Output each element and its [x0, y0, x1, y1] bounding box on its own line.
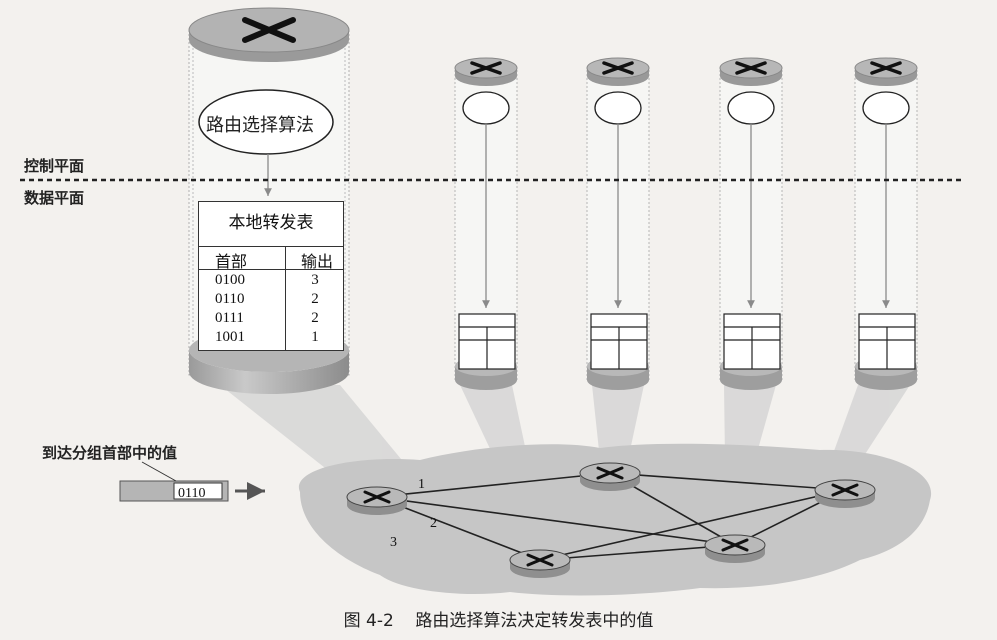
link-label: 2 — [430, 516, 437, 531]
header-value-label: 到达分组首部中的值 — [42, 444, 178, 462]
table-cell-header: 0111 — [215, 310, 244, 326]
table-cell-output: 2 — [311, 291, 319, 307]
mini-forwarding-table — [858, 313, 916, 370]
output-column-label: 输出 — [301, 252, 334, 271]
figure-caption: 图 4-2 路由选择算法决定转发表中的值 — [343, 611, 654, 631]
link-label: 3 — [390, 535, 397, 550]
router-x-icon — [602, 61, 634, 75]
packet-header-value: 0110 — [178, 486, 205, 501]
router-x-icon — [363, 490, 391, 504]
mini-forwarding-table — [723, 313, 781, 370]
router-x-icon — [470, 61, 502, 75]
network-router — [814, 479, 876, 508]
local-forwarding-table: 本地转发表 首部 输出 0100 3 0110 2 0111 2 1001 1 — [198, 201, 344, 351]
router-x-icon — [526, 553, 554, 567]
table-cell-header: 0100 — [215, 272, 245, 288]
incoming-packet: 0110 — [119, 480, 229, 502]
network-router — [509, 549, 571, 578]
table-row: 0111 2 — [199, 309, 343, 327]
header-column-label: 首部 — [215, 252, 248, 271]
network-cloud — [298, 443, 932, 596]
data-plane-label: 数据平面 — [24, 189, 85, 207]
algorithm-oval-small — [594, 91, 642, 125]
table-row: 0100 3 — [199, 271, 343, 289]
table-cell-output: 2 — [311, 310, 319, 326]
algorithm-oval-small — [727, 91, 775, 125]
table-cell-header: 1001 — [215, 329, 245, 345]
forwarding-table-divider — [285, 246, 286, 350]
table-cell-output: 1 — [311, 329, 319, 345]
router-x-icon — [721, 538, 749, 552]
control-plane-label: 控制平面 — [24, 157, 85, 175]
network-router — [579, 462, 641, 491]
algorithm-oval — [198, 89, 334, 155]
mini-forwarding-table — [458, 313, 516, 370]
mini-forwarding-table — [590, 313, 648, 370]
table-cell-header: 0110 — [215, 291, 245, 307]
network-router — [346, 486, 408, 515]
header-pointer-line — [141, 461, 177, 482]
algorithm-oval-small — [862, 91, 910, 125]
router-x-icon — [242, 17, 296, 43]
forwarding-table-header: 首部 输出 — [199, 246, 343, 271]
table-row: 1001 1 — [199, 328, 343, 346]
router-x-icon — [870, 61, 902, 75]
table-row: 0110 2 — [199, 290, 343, 308]
table-cell-output: 3 — [311, 272, 319, 288]
router-x-icon — [831, 483, 859, 497]
router-x-icon — [735, 61, 767, 75]
forwarding-table-title: 本地转发表 — [228, 213, 314, 233]
network-router — [704, 534, 766, 563]
algorithm-label: 路由选择算法 — [206, 115, 314, 136]
algorithm-to-table-arrows — [264, 124, 890, 308]
link-label: 1 — [418, 477, 425, 492]
algorithm-oval-small — [462, 91, 510, 125]
router-x-icon — [596, 466, 624, 480]
